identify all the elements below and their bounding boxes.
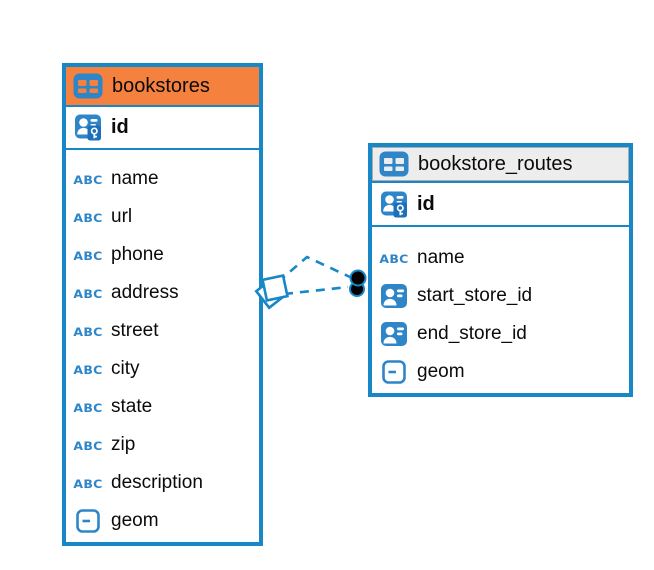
column-name: id	[417, 192, 435, 215]
table-row[interactable]: end_store_id	[372, 315, 629, 353]
column-name: description	[111, 472, 203, 493]
table-icon	[379, 151, 409, 177]
table-header-bookstores[interactable]: bookstores	[66, 67, 259, 107]
table-row[interactable]: ABC name	[66, 160, 259, 198]
table-row[interactable]: ABC url	[66, 198, 259, 236]
table-node-bookstore-routes[interactable]: bookstore_routes id ABC	[368, 143, 633, 397]
table-row[interactable]: ABC city	[66, 350, 259, 388]
text-type-icon: ABC	[73, 361, 103, 377]
column-name: city	[111, 358, 140, 379]
text-type-icon: ABC	[73, 437, 103, 453]
column-name: name	[417, 247, 465, 268]
table-icon	[73, 73, 103, 99]
table-row[interactable]: start_store_id	[372, 277, 629, 315]
table-row[interactable]: ABC phone	[66, 236, 259, 274]
text-type-icon: ABC	[73, 475, 103, 491]
column-name: geom	[111, 510, 159, 531]
column-name: geom	[417, 361, 465, 382]
table-row[interactable]: geom	[372, 353, 629, 391]
table-node-bookstores[interactable]: bookstores id ABC	[62, 63, 263, 546]
text-type-icon: ABC	[73, 399, 103, 415]
relationship-line[interactable]	[283, 285, 349, 296]
table-row[interactable]: geom	[66, 502, 259, 540]
column-list: ABC name ABC url ABC phone ABC address A…	[66, 150, 259, 540]
table-row-pk[interactable]: id	[66, 107, 259, 150]
relationship-dot-marker	[349, 269, 367, 297]
text-type-icon: ABC	[73, 247, 103, 263]
column-name: state	[111, 396, 153, 417]
table-row[interactable]: ABC state	[66, 388, 259, 426]
foreign-key-icon	[379, 283, 409, 309]
text-type-icon: ABC	[73, 323, 103, 339]
column-name: start_store_id	[417, 285, 533, 306]
column-name: street	[111, 320, 159, 341]
column-name: zip	[111, 434, 136, 455]
table-title: bookstore_routes	[418, 152, 573, 175]
text-type-icon: ABC	[73, 171, 103, 187]
table-row[interactable]: ABC address	[66, 274, 259, 312]
table-row[interactable]: ABC zip	[66, 426, 259, 464]
column-name: phone	[111, 244, 164, 265]
table-title: bookstores	[112, 74, 210, 97]
column-name: address	[111, 282, 179, 303]
table-row-pk[interactable]: id	[372, 183, 629, 227]
column-name: url	[111, 206, 133, 227]
primary-key-icon	[379, 190, 409, 219]
column-name: id	[111, 116, 129, 138]
table-row[interactable]: ABC description	[66, 464, 259, 502]
table-header-bookstore-routes[interactable]: bookstore_routes	[372, 147, 629, 183]
text-type-icon: ABC	[73, 285, 103, 301]
primary-key-icon	[73, 113, 103, 142]
foreign-key-icon	[379, 321, 409, 347]
geometry-type-icon	[73, 509, 103, 533]
column-name: end_store_id	[417, 323, 527, 344]
column-list: ABC name start_store_id	[372, 227, 629, 391]
geometry-type-icon	[379, 360, 409, 384]
table-row[interactable]: ABC street	[66, 312, 259, 350]
text-type-icon: ABC	[73, 209, 103, 225]
relationship-line[interactable]	[277, 255, 351, 283]
column-name: name	[111, 168, 159, 189]
text-type-icon: ABC	[379, 250, 409, 266]
table-row[interactable]: ABC name	[372, 239, 629, 277]
